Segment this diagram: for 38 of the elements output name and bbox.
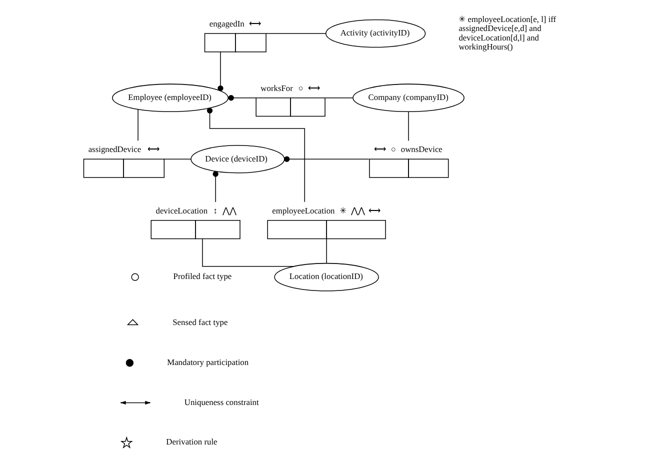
legend-label: Profiled fact type	[173, 270, 232, 281]
label: ✳ employeeLocation[e, l] iff assignedDevice[e,d] and deviceLocation[d,l] and workingHours()	[458, 13, 556, 51]
node-ellipse: Device (deviceID)	[190, 144, 285, 173]
connector	[163, 158, 192, 160]
node-label: ✳	[340, 204, 347, 215]
node-ellipse: Activity (activityID)	[326, 18, 426, 48]
node-label: assignedDevice	[88, 144, 142, 154]
legend-label: Mandatory participation	[167, 356, 249, 367]
node-label: engagedIn	[209, 18, 244, 28]
connector	[218, 51, 224, 91]
node-ellipse: Location (locationID)	[274, 262, 379, 291]
node-label: ⟷	[368, 204, 380, 215]
node-label: worksFor	[260, 82, 293, 92]
legend-label: Derivation rule	[166, 436, 218, 446]
node-label: ⟷	[249, 18, 260, 28]
connector	[212, 170, 218, 202]
connector	[326, 238, 327, 264]
node-ellipse: Company (companyID)	[352, 83, 464, 112]
node-label: ⟷	[374, 144, 386, 154]
node-label: ownsDevice	[400, 144, 442, 154]
node-label: deviceLocation	[156, 204, 208, 215]
legend-label: Sensed fact type	[172, 316, 228, 327]
connector	[266, 32, 326, 34]
connector	[202, 238, 294, 266]
connector	[324, 96, 354, 98]
node-label: ↕	[213, 204, 218, 215]
connector	[284, 156, 370, 162]
node-label: ⟷	[147, 144, 158, 154]
node-label: ⟷	[308, 82, 320, 92]
node-label: ⋀⋀	[351, 204, 366, 215]
connector	[408, 110, 409, 141]
legend-label: Uniqueness constraint	[184, 396, 259, 406]
connector	[228, 94, 256, 100]
node-label: employeeLocation	[272, 204, 335, 215]
node-label: ○	[298, 82, 304, 92]
connector	[206, 107, 306, 202]
node-label: ⋀⋀	[222, 204, 236, 215]
node-label: ○	[390, 144, 396, 154]
